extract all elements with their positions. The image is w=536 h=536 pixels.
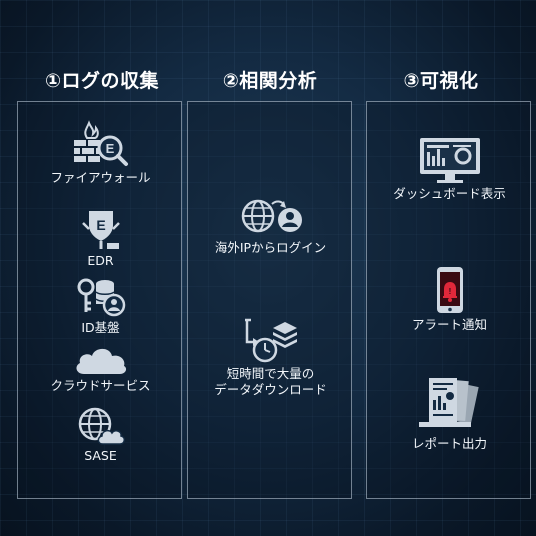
label-id-platform: ID基盤 xyxy=(81,320,120,335)
firewall-icon: E xyxy=(73,120,128,166)
item-id-platform: ID基盤 xyxy=(18,276,183,336)
column-title-collection: ①ログの収集 xyxy=(44,70,160,92)
label-sase: SASE xyxy=(84,448,117,463)
svg-text:!: ! xyxy=(448,287,451,296)
label-foreign-ip-login: 海外IPからログイン xyxy=(214,240,327,255)
globe-cloud-icon xyxy=(78,407,125,445)
item-firewall: E ファイアウォール xyxy=(18,120,183,186)
item-alert-notification: ! アラート通知 xyxy=(367,265,532,333)
globe-user-icon xyxy=(241,199,302,233)
column-title-visualization: ③可視化 xyxy=(403,70,479,92)
item-report-output: レポート出力 xyxy=(367,374,532,452)
report-documents-icon xyxy=(418,378,479,427)
item-foreign-ip-login: 海外IPからログイン xyxy=(188,196,353,256)
svg-text:E: E xyxy=(105,141,114,156)
edr-shield-icon: E xyxy=(81,211,120,249)
label-bulk-download-line2: データダウンロード xyxy=(214,382,327,397)
item-sase: SASE xyxy=(18,404,183,464)
panel-visualization: ダッシュボード表示 ! アラート通知 レポート出力 xyxy=(366,101,531,499)
item-edr: E EDR xyxy=(18,207,183,269)
label-dashboard: ダッシュボード表示 xyxy=(393,186,506,201)
item-dashboard: ダッシュボード表示 xyxy=(367,136,532,202)
label-edr: EDR xyxy=(87,253,114,268)
label-alert-notification: アラート通知 xyxy=(411,317,487,332)
panel-log-collection: E ファイアウォール E EDR xyxy=(17,101,182,499)
item-cloud-service: クラウドサービス xyxy=(18,342,183,394)
item-bulk-download: 短時間で大量の データダウンロード xyxy=(188,316,353,398)
clock-stack-download-icon xyxy=(244,318,297,363)
panel-correlation-analysis: 海外IPからログイン 短時間で大量の データダウンロード xyxy=(187,101,352,499)
label-cloud-service: クラウドサービス xyxy=(50,378,151,393)
label-bulk-download-line1: 短時間で大量の xyxy=(226,366,315,381)
svg-text:E: E xyxy=(96,217,105,233)
column-title-correlation: ②相関分析 xyxy=(222,70,318,92)
cloud-icon xyxy=(76,348,126,374)
dashboard-monitor-icon xyxy=(419,138,480,183)
id-key-database-icon xyxy=(77,278,125,317)
label-firewall: ファイアウォール xyxy=(50,170,151,185)
label-report-output: レポート出力 xyxy=(411,436,487,451)
phone-alert-icon: ! xyxy=(436,267,463,313)
